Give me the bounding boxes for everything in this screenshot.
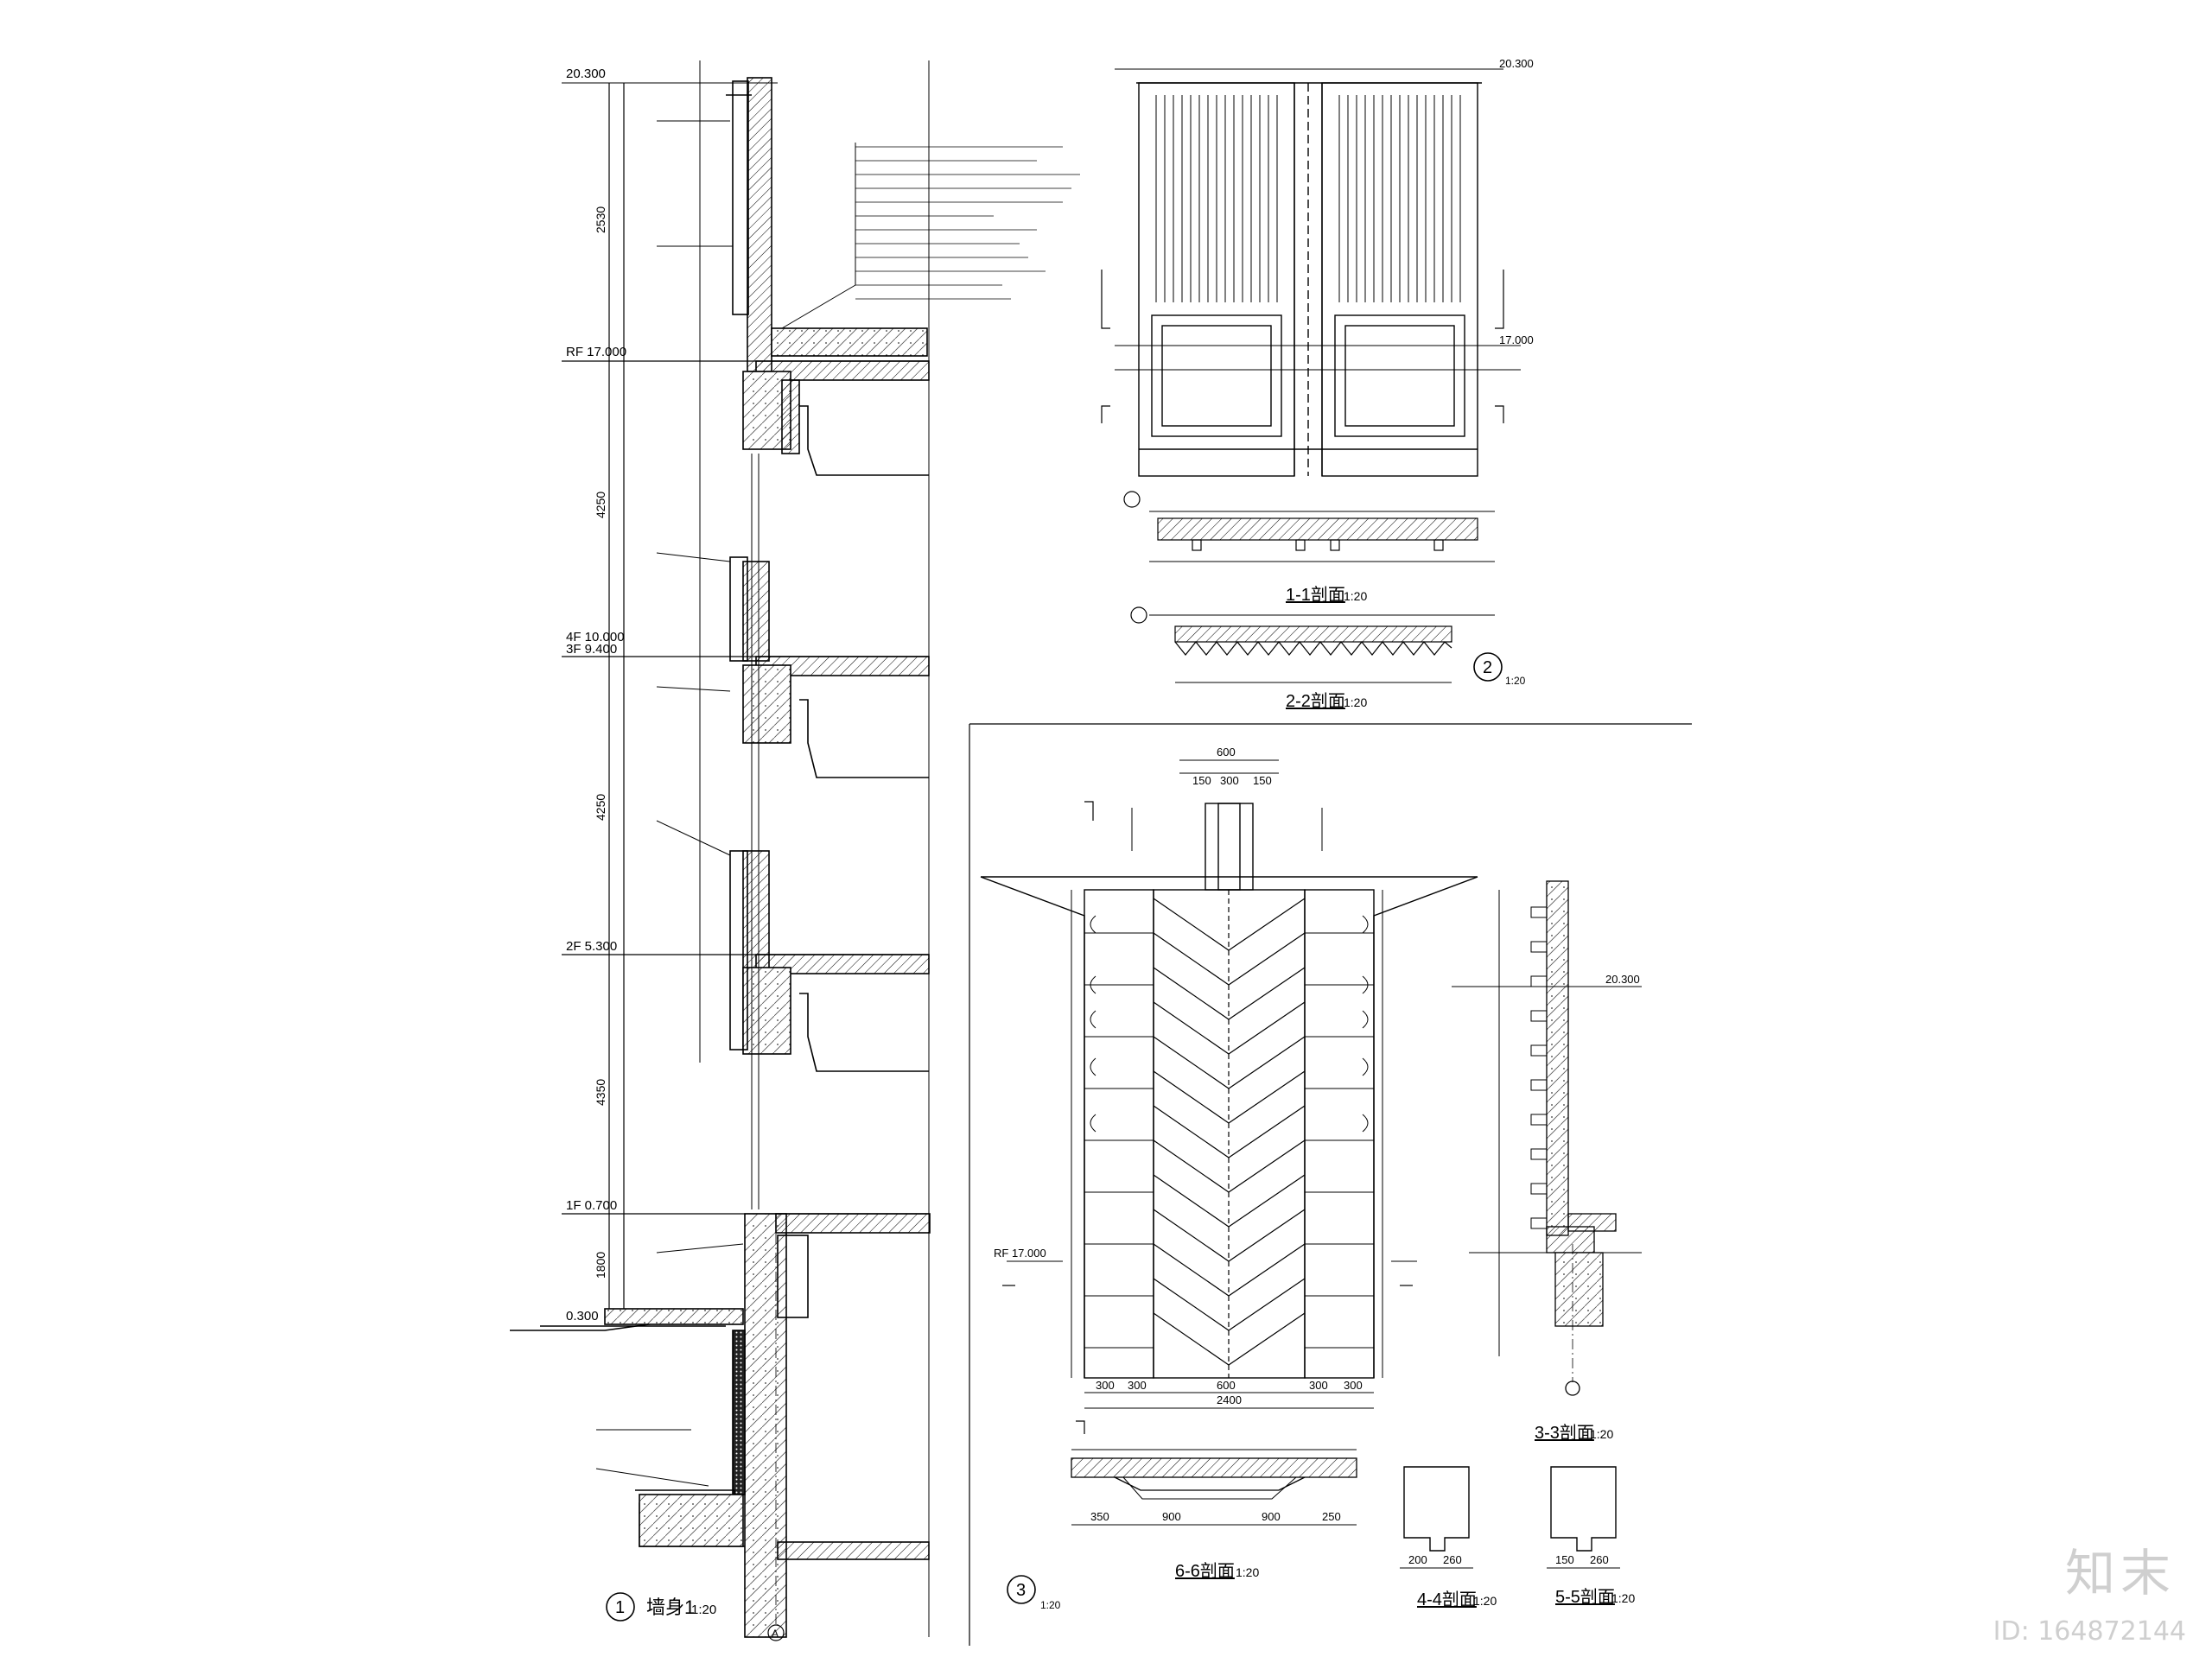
dim-1: 2530 <box>594 206 607 233</box>
level-ground: 0.300 <box>566 1309 599 1323</box>
section-2-2 <box>1130 606 1503 683</box>
s66-title: 6-6剖面 <box>1175 1561 1235 1581</box>
elev3-bottom-3: 600 <box>1217 1379 1236 1392</box>
s44-dim-2: 260 <box>1443 1553 1462 1566</box>
s33-scale: 1:20 <box>1590 1427 1613 1441</box>
s55-dim-2: 260 <box>1590 1553 1609 1566</box>
s66-dim-3: 900 <box>1262 1510 1281 1523</box>
chevron-pattern <box>1153 890 1306 1378</box>
side-bands <box>1084 932 1374 1349</box>
detail1-number: 1 <box>615 1598 625 1617</box>
flutes-right <box>1338 95 1461 302</box>
s33-title: 3-3剖面 <box>1535 1423 1594 1443</box>
elev2-mid-level: 17.000 <box>1499 333 1534 346</box>
detail1-callout: 1 墙身1 1:20 A <box>606 1214 785 1641</box>
roof-notes <box>855 146 1080 300</box>
s44-title: 4-4剖面 <box>1417 1590 1477 1609</box>
section-6-6 <box>1071 1420 1357 1526</box>
elevation-2-labels: 20.300 17.000 <box>1499 57 1534 346</box>
s11-scale: 1:20 <box>1344 589 1367 603</box>
dim-5: 1800 <box>594 1252 607 1279</box>
elev3-sub-2: 300 <box>1220 774 1239 787</box>
level-1f: 1F 0.700 <box>566 1198 617 1213</box>
elevation-3 <box>980 759 1478 1409</box>
elev3-width-top: 600 <box>1217 746 1236 759</box>
side-brackets <box>1090 915 1369 1133</box>
detail3-callout: 3 1:20 <box>1007 1575 1061 1611</box>
detail2-number: 2 <box>1483 658 1492 677</box>
watermark-id: ID: 164872144 <box>1993 1616 2186 1647</box>
elev3-rf-level: RF 17.000 <box>994 1247 1046 1260</box>
elevation-2 <box>1101 68 1521 477</box>
detail3-frame <box>969 723 1692 1646</box>
section-4-4 <box>1400 1466 1473 1569</box>
section-3-3 <box>1452 880 1642 1396</box>
elev3-total: 2400 <box>1217 1393 1242 1406</box>
s55-dim-1: 150 <box>1555 1553 1574 1566</box>
detail1-title: 墙身1 <box>646 1596 695 1618</box>
watermark-logo: 知末 <box>2064 1544 2176 1603</box>
s66-scale: 1:20 <box>1236 1565 1259 1579</box>
s55-scale: 1:20 <box>1611 1591 1635 1605</box>
detail1-scale: 1:20 <box>691 1603 716 1617</box>
section-1-1-title: 1-1剖面 1:20 <box>1286 585 1367 605</box>
section-1-1 <box>1123 491 1495 562</box>
level-4f: 4F 10.000 <box>566 630 625 644</box>
s66-dim-1: 350 <box>1090 1510 1109 1523</box>
wall-section-1 <box>510 60 931 1638</box>
elev3-bottom-5: 300 <box>1344 1379 1363 1392</box>
section-3-3-labels: 20.300 3-3剖面 1:20 <box>1535 973 1640 1443</box>
s66-dim-2: 900 <box>1162 1510 1181 1523</box>
detail3-number: 3 <box>1016 1581 1026 1600</box>
s44-scale: 1:20 <box>1473 1594 1497 1608</box>
s66-dim-4: 250 <box>1322 1510 1341 1523</box>
section-6-6-labels: 350 900 900 250 6-6剖面 1:20 <box>1090 1510 1341 1581</box>
detail2-scale: 1:20 <box>1505 675 1526 687</box>
section-4-5-labels: 200 260 150 260 4-4剖面 1:20 5-5剖面 1:20 <box>1408 1553 1635 1609</box>
detail3-scale: 1:20 <box>1040 1599 1061 1611</box>
section-2-2-title: 2 1:20 2-2剖面 1:20 <box>1286 658 1526 711</box>
detail1-labels: 20.300 RF 17.000 4F 10.000 3F 9.400 2F 5… <box>566 67 626 1323</box>
level-3f: 3F 9.400 <box>566 642 617 657</box>
s22-title: 2-2剖面 <box>1286 691 1345 711</box>
elev3-right-level: 20.300 <box>1605 973 1640 986</box>
s44-dim-1: 200 <box>1408 1553 1427 1566</box>
elev2-top-level: 20.300 <box>1499 57 1534 70</box>
elevation-3-labels: 600 150 300 150 2400 300 300 600 300 300… <box>994 746 1363 1406</box>
detail1-left-dims: 2530 4250 4250 4350 1800 <box>594 206 607 1279</box>
elev3-sub-1: 150 <box>1192 774 1211 787</box>
elev3-bottom-4: 300 <box>1309 1379 1328 1392</box>
elev3-bottom-2: 300 <box>1128 1379 1147 1392</box>
elev3-bottom-1: 300 <box>1096 1379 1115 1392</box>
section-5-5 <box>1547 1466 1620 1569</box>
axis-a: A <box>772 1628 779 1640</box>
dim-2: 4250 <box>594 492 607 518</box>
s55-title: 5-5剖面 <box>1555 1587 1615 1607</box>
s22-scale: 1:20 <box>1344 695 1367 709</box>
level-2f: 2F 5.300 <box>566 939 617 954</box>
level-rf: RF 17.000 <box>566 345 626 359</box>
elev3-sub-3: 150 <box>1253 774 1272 787</box>
dim-3: 4250 <box>594 794 607 821</box>
s11-title: 1-1剖面 <box>1286 585 1345 605</box>
dim-4: 4350 <box>594 1079 607 1106</box>
flutes-left <box>1155 95 1278 302</box>
level-top: 20.300 <box>566 67 606 81</box>
